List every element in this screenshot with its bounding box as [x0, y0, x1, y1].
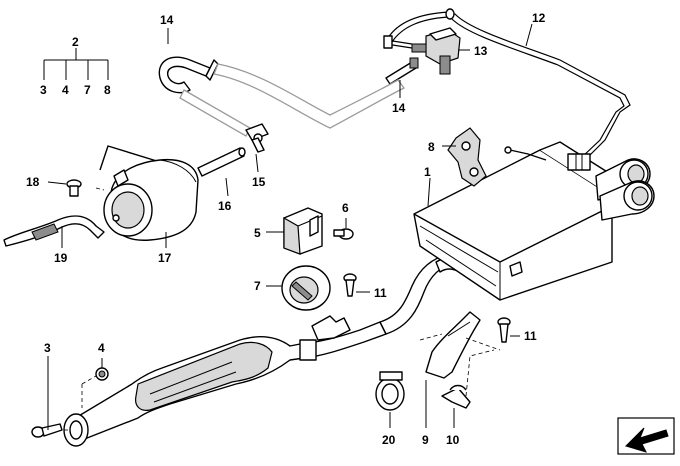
callout-11-center: 11: [374, 286, 387, 300]
bolt-11-center: [343, 273, 357, 297]
callout-14-top: 14: [160, 13, 174, 27]
callout-6: 6: [342, 201, 349, 215]
callout-17: 17: [158, 251, 172, 265]
bolt-3-lower: [31, 423, 63, 438]
arrow-icon: [617, 417, 675, 455]
callout-3-top: 3: [40, 83, 47, 97]
rubber-hose-16: [197, 147, 246, 177]
rubber-ring-7: [281, 265, 331, 311]
callout-16: 16: [218, 199, 232, 213]
hose-fitting-15: [245, 123, 269, 153]
hose-routing-ghost: [179, 63, 405, 137]
nut-4-lower: [95, 367, 109, 381]
callout-labels: 2 3 4 7 8 14 12 13 14 8 1 18 15 16 17 19…: [26, 11, 546, 447]
callout-7-center: 7: [254, 279, 261, 293]
callout-19: 19: [54, 251, 68, 265]
front-pipe-catalytic-converter: [63, 315, 387, 447]
callout-14-right: 14: [392, 101, 406, 115]
callout-20: 20: [382, 433, 396, 447]
heat-shield-9: [425, 311, 481, 379]
bracket-10: [441, 384, 471, 409]
leader-lines: [43, 23, 533, 430]
callout-1: 1: [424, 165, 431, 179]
assembly-lines: [64, 187, 501, 431]
callout-18: 18: [26, 175, 40, 189]
callout-3-lower: 3: [44, 341, 51, 355]
pipe-clamp-20: [375, 371, 405, 411]
callout-7-top: 7: [84, 83, 91, 97]
vacuum-line-12: [387, 8, 631, 161]
callout-8-top: 8: [104, 83, 111, 97]
rear-silencer-1: [413, 141, 655, 301]
bolt-6: [333, 228, 354, 240]
callout-2: 2: [72, 35, 79, 49]
bracket-5: [283, 207, 323, 255]
hose-14-left: [158, 56, 219, 94]
callout-10: 10: [446, 433, 460, 447]
callout-8-right: 8: [428, 140, 435, 154]
rubber-mount-8: [447, 127, 487, 187]
callout-4-lower: 4: [98, 341, 105, 355]
activated-charcoal-canister-17: [99, 145, 199, 241]
hose-14-right: [385, 57, 419, 85]
callout-9: 9: [422, 433, 429, 447]
vacuum-valve-13: [383, 27, 461, 75]
callout-5: 5: [254, 226, 261, 240]
callout-15: 15: [252, 175, 266, 189]
callout-13: 13: [474, 44, 488, 58]
callout-11-right: 11: [524, 329, 537, 343]
hose-19: [3, 215, 105, 247]
callout-4-top: 4: [62, 83, 69, 97]
bolt-11-right: [497, 317, 511, 343]
bolt-18: [66, 179, 82, 197]
callout-12: 12: [532, 11, 546, 25]
